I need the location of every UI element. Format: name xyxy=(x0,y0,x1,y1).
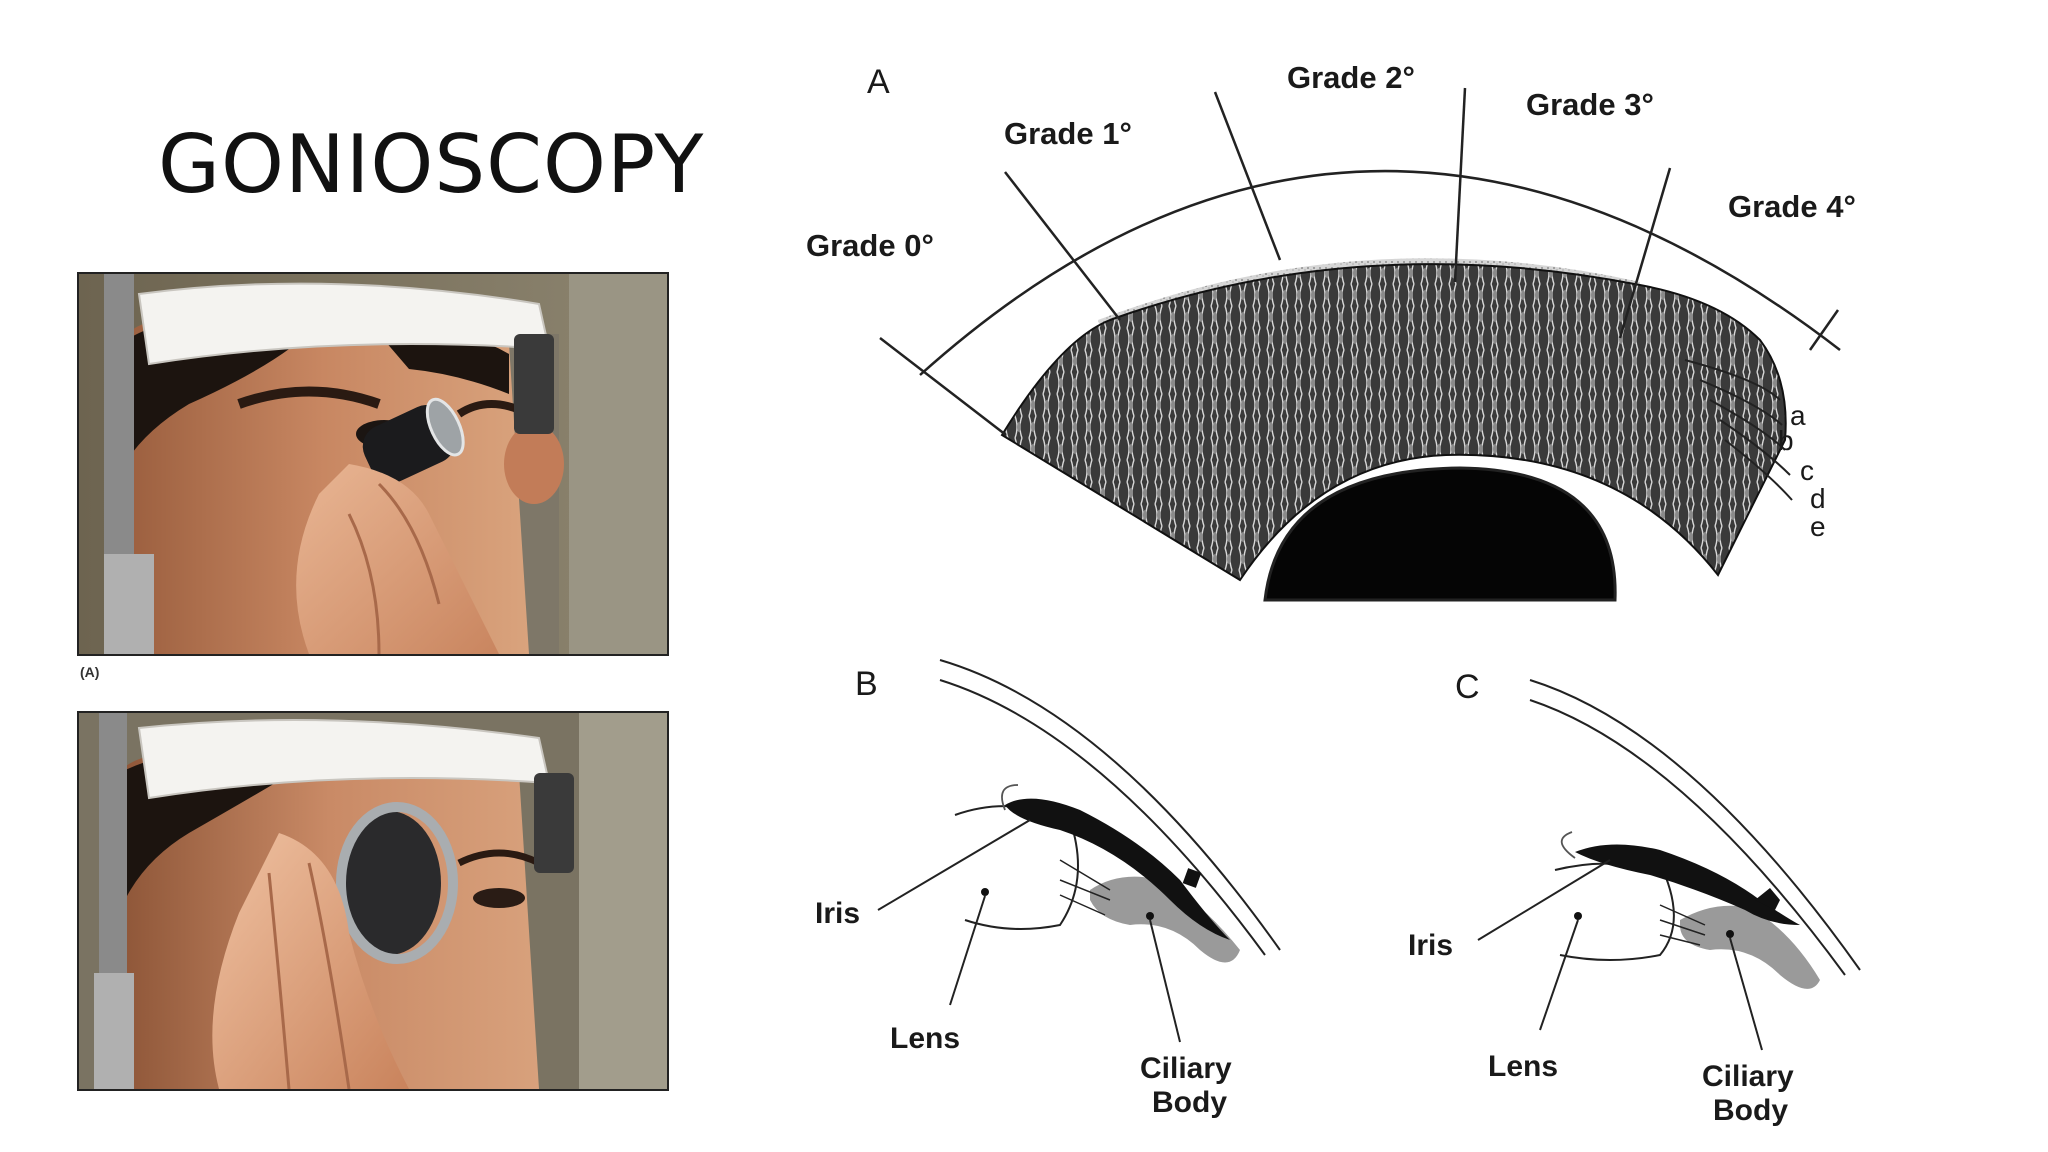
photo-a-caption: (A) xyxy=(80,664,100,680)
iris-label-b: Iris xyxy=(815,897,860,930)
grade-line-5 xyxy=(1808,309,1840,351)
iris-c xyxy=(1575,844,1800,925)
ciliary-body-b xyxy=(1090,876,1240,963)
structure-e-label: e xyxy=(1810,511,1826,542)
panel-b-letter: B xyxy=(855,665,878,703)
grade-3-label: Grade 3° xyxy=(1526,87,1654,122)
panel-c-letter: C xyxy=(1455,668,1480,706)
lens-label-c: Lens xyxy=(1488,1050,1558,1083)
ciliary-label-c-2: Body xyxy=(1713,1094,1788,1127)
ciliary-body-c xyxy=(1680,905,1820,989)
grade-line-2 xyxy=(1213,91,1282,261)
ciliary-label-b-2: Body xyxy=(1152,1086,1227,1119)
gonioscopy-photo-b xyxy=(77,711,669,1091)
grade-line-3 xyxy=(1453,87,1467,283)
structure-b-label: b xyxy=(1778,425,1794,456)
iris-label-c: Iris xyxy=(1408,929,1453,962)
pupil xyxy=(1263,466,1617,602)
angle-grading-figure: A Grade 0° Grade 1° Grade 2° Grade 3° Gr… xyxy=(806,60,1861,1127)
slide-title: GONIOSCOPY xyxy=(158,118,705,211)
panel-a-letter: A xyxy=(867,63,890,101)
lens-label-b: Lens xyxy=(890,1022,960,1055)
grade-0-label: Grade 0° xyxy=(806,228,934,263)
lens-shape-c xyxy=(1554,862,1675,961)
grade-2-label: Grade 2° xyxy=(1287,60,1415,95)
grade-line-1 xyxy=(1004,171,1121,321)
grade-line-4 xyxy=(1618,167,1672,339)
grade-line-0 xyxy=(879,337,1007,436)
structure-a-label: a xyxy=(1790,400,1806,431)
ciliary-label-c-1: Ciliary xyxy=(1702,1060,1794,1093)
gonioscopy-photo-a xyxy=(77,272,669,656)
grade-4-label: Grade 4° xyxy=(1728,189,1856,224)
iris-b xyxy=(1005,798,1230,940)
grade-1-label: Grade 1° xyxy=(1004,116,1132,151)
ciliary-label-b-1: Ciliary xyxy=(1140,1052,1232,1085)
structure-d-label: d xyxy=(1810,483,1826,514)
structure-c-label: c xyxy=(1800,455,1814,486)
iris-meshwork xyxy=(1000,263,1787,582)
outer-arc xyxy=(919,169,1841,376)
